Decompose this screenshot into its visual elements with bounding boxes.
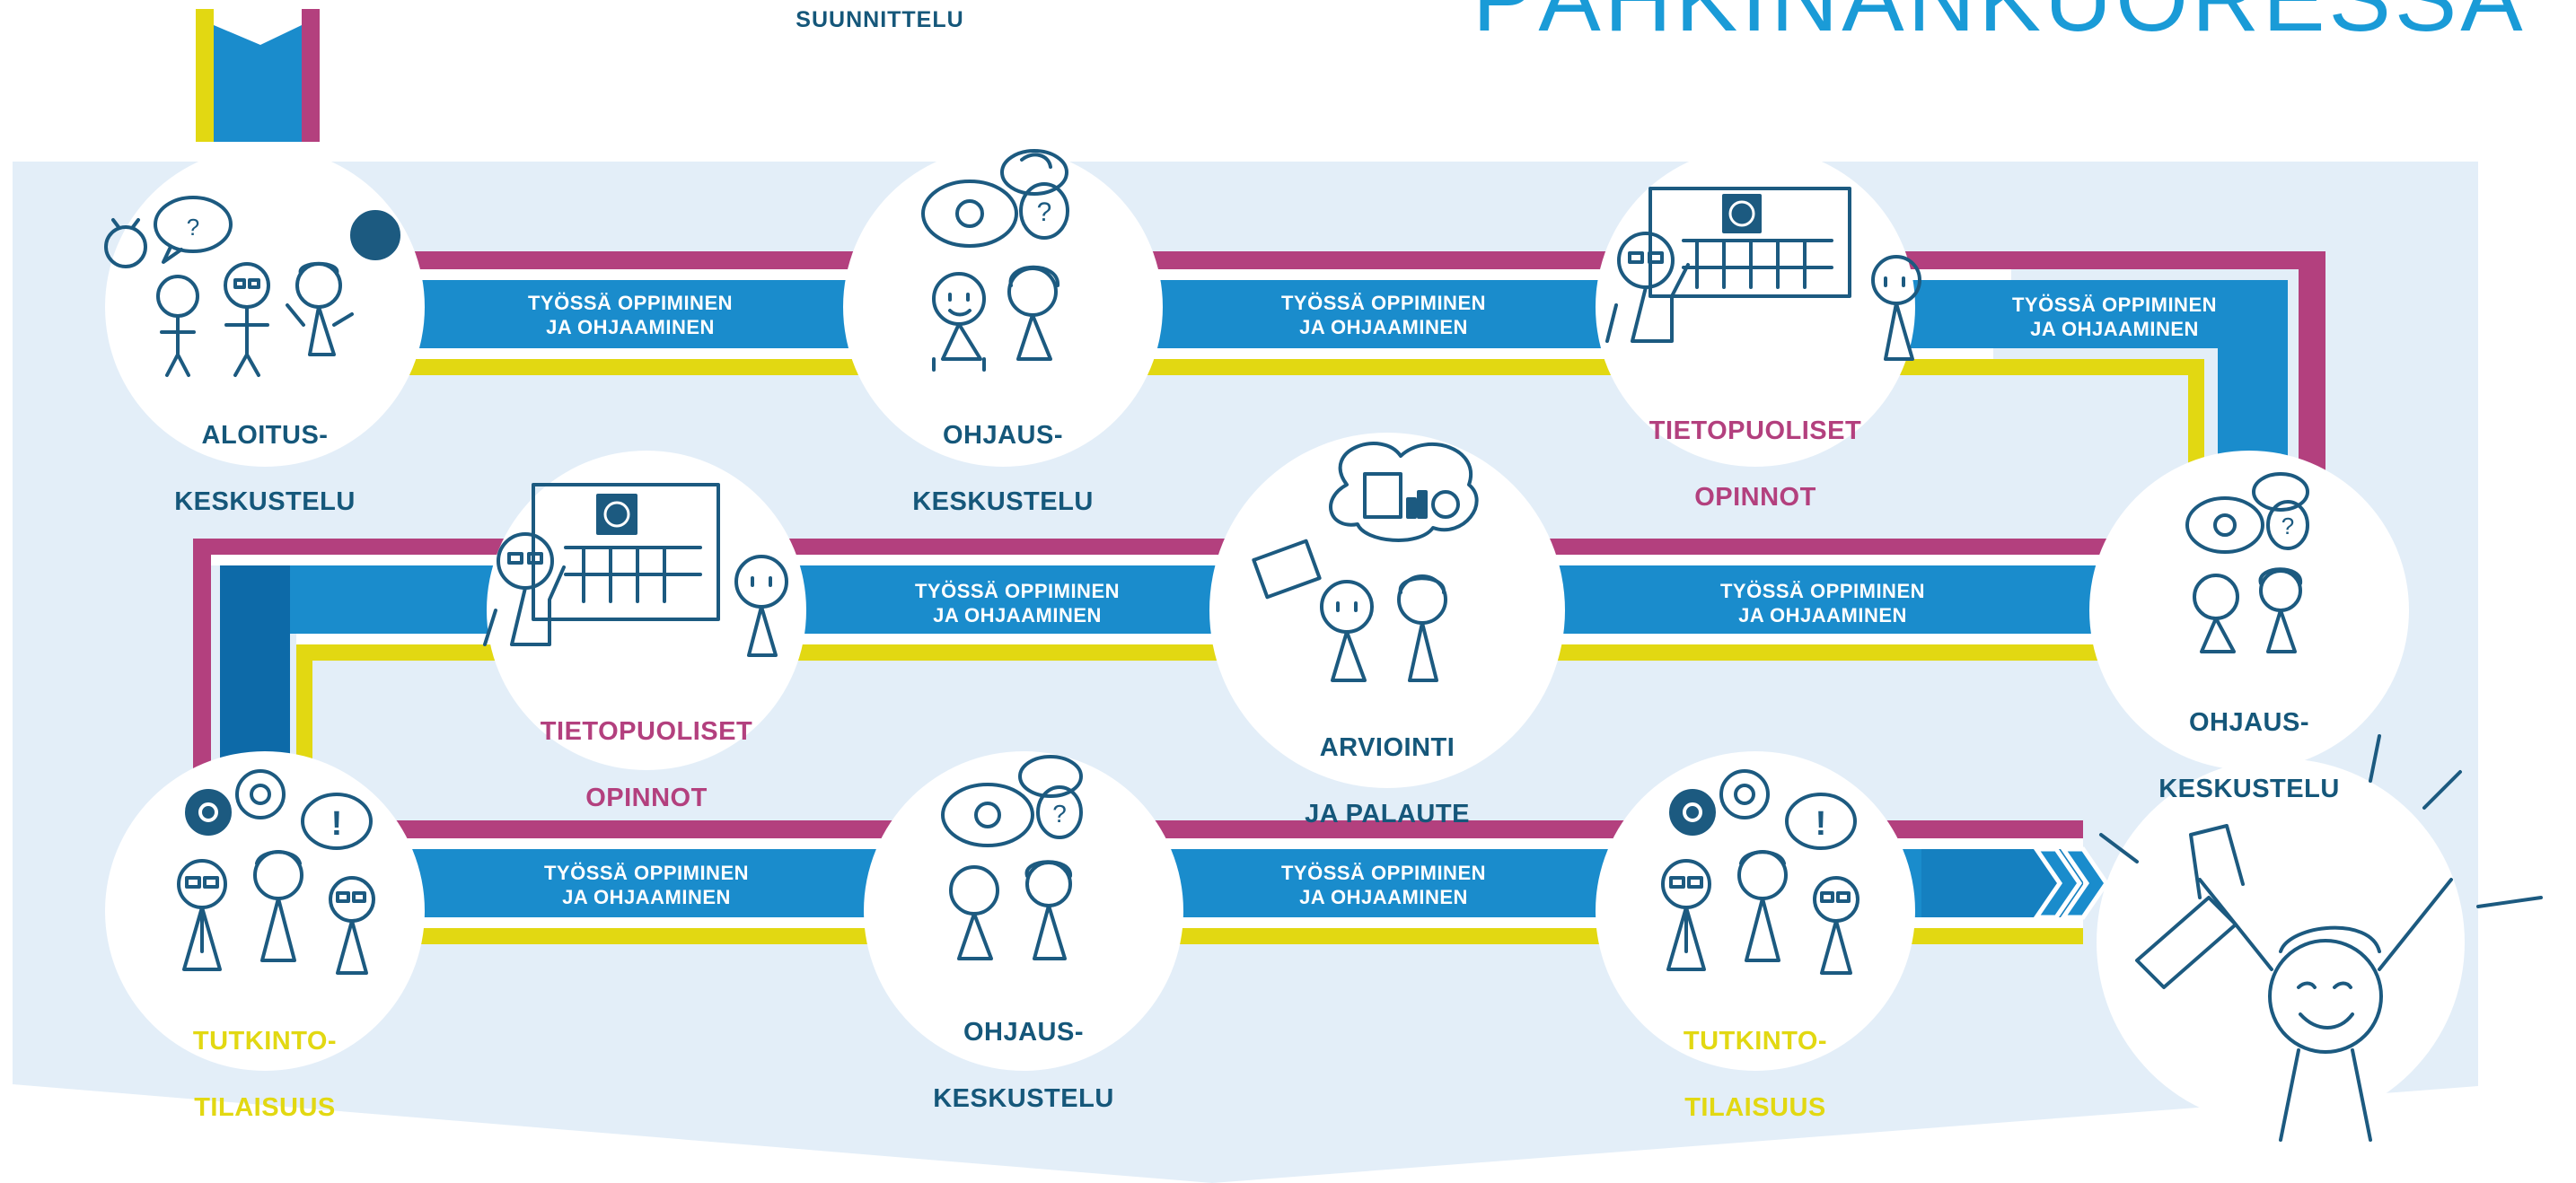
svg-text:!: !: [331, 805, 343, 843]
station-label-line1: ALOITUS-: [201, 421, 329, 450]
station-label-line2: TILAISUUS: [1684, 1093, 1826, 1122]
discussion-pair-icon-2: ?: [2185, 472, 2309, 653]
discussion-pair-icon: ?: [921, 149, 1069, 372]
band-label-line1: TYÖSSÄ OPPIMINEN: [543, 862, 750, 884]
classroom-board-icon: [1605, 187, 1921, 361]
station-label-3: TIETOPUOLISET OPINNOT: [1621, 381, 1890, 548]
station-label-6: ARVIOINTI JA PALAUTE: [1253, 698, 1522, 864]
station-circle-2: [843, 147, 1163, 467]
bookmark-ribbon-icon: [196, 9, 320, 142]
station-label-8: OHJAUS- KESKUSTELU: [889, 983, 1158, 1149]
station-label-line1: TIETOPUOLISET: [540, 717, 753, 746]
discussion-pair-icon-3: ?: [941, 755, 1083, 960]
svg-text:?: ?: [187, 214, 199, 241]
station-label-9: TUTKINTO- TILAISUUS: [1621, 992, 1890, 1158]
band-label-line2: JA OHJAAMINEN: [2030, 318, 2199, 340]
station-label-line2: TILAISUUS: [194, 1093, 336, 1122]
graduate-celebration-icon: [2099, 734, 2543, 1142]
exam-group-icon: !: [177, 769, 375, 975]
evaluation-pair-icon: [1252, 442, 1479, 682]
station-label-line2: KESKUSTELU: [2158, 775, 2340, 803]
station-circle-1: [105, 147, 425, 467]
station-label-line1: TUTKINTO-: [1683, 1027, 1828, 1056]
page-title: PÄHKINÄNKUORESSA: [1473, 0, 2523, 53]
station-label-7: TUTKINTO- TILAISUUS: [130, 992, 400, 1158]
station-label-line1: OHJAUS-: [2188, 708, 2309, 737]
band-label-line1: TYÖSSÄ OPPIMINEN: [1719, 580, 1926, 602]
svg-text:?: ?: [1052, 800, 1067, 828]
station-label-1: ALOITUS- KESKUSTELU: [130, 386, 400, 552]
station-label-line1: TIETOPUOLISET: [1648, 416, 1862, 445]
band-label-2: TYÖSSÄ OPPIMINEN JA OHJAAMINEN: [1235, 291, 1532, 339]
station-label-line1: OHJAUS-: [963, 1018, 1084, 1047]
chevron-arrows-icon: [2032, 846, 2110, 920]
band-label-1: TYÖSSÄ OPPIMINEN JA OHJAAMINEN: [482, 291, 778, 339]
band-label-line1: TYÖSSÄ OPPIMINEN: [1280, 862, 1487, 884]
station-label-line2: KESKUSTELU: [912, 487, 1094, 516]
station-circle-5: [487, 451, 806, 770]
svg-text:!: !: [1816, 805, 1827, 843]
station-label-line1: TUTKINTO-: [192, 1027, 338, 1056]
band-label-line2: JA OHJAAMINEN: [546, 316, 715, 338]
station-label-line2: OPINNOT: [1694, 483, 1816, 512]
station-circle-6: [1209, 433, 1565, 788]
band-label-line1: TYÖSSÄ OPPIMINEN: [527, 292, 734, 314]
station-label-line2: OPINNOT: [585, 784, 708, 812]
station-circle-4: [2089, 451, 2409, 770]
page-subtitle: SUUNNITTELU: [796, 7, 964, 32]
svg-text:?: ?: [1037, 197, 1052, 227]
exam-group-icon-2: !: [1661, 769, 1859, 975]
band-label-7: TYÖSSÄ OPPIMINEN JA OHJAAMINEN: [1235, 861, 1532, 909]
classroom-board-icon-2: [483, 483, 788, 657]
band-label-line2: JA OHJAAMINEN: [1299, 316, 1468, 338]
band-label-line1: TYÖSSÄ OPPIMINEN: [914, 580, 1121, 602]
finish-circle: [2097, 758, 2465, 1126]
station-label-2: OHJAUS- KESKUSTELU: [868, 386, 1138, 552]
station-label-line2: KESKUSTELU: [933, 1084, 1114, 1113]
band-label-line2: JA OHJAAMINEN: [562, 886, 731, 908]
band-label-line2: JA OHJAAMINEN: [1299, 886, 1468, 908]
station-circle-9: [1596, 751, 1915, 1071]
station-label-5: TIETOPUOLISET OPINNOT: [512, 682, 781, 848]
station-label-line2: JA PALAUTE: [1305, 800, 1470, 828]
band-label-3: TYÖSSÄ OPPIMINEN JA OHJAAMINEN: [1966, 293, 2263, 341]
station-circle-3: [1596, 147, 1915, 467]
station-label-line2: KESKUSTELU: [174, 487, 356, 516]
svg-text:?: ?: [2281, 513, 2294, 539]
band-label-line1: TYÖSSÄ OPPIMINEN: [1280, 292, 1487, 314]
band-label-line1: TYÖSSÄ OPPIMINEN: [2011, 294, 2218, 316]
band-label-5: TYÖSSÄ OPPIMINEN JA OHJAAMINEN: [1675, 579, 1971, 627]
band-label-4: TYÖSSÄ OPPIMINEN JA OHJAAMINEN: [869, 579, 1165, 627]
band-label-line2: JA OHJAAMINEN: [933, 604, 1102, 627]
station-label-line1: ARVIOINTI: [1319, 733, 1455, 762]
station-label-4: OHJAUS- KESKUSTELU: [2114, 673, 2384, 839]
kickoff-group-icon: ?: [104, 196, 400, 377]
station-circle-8: [864, 751, 1183, 1071]
band-label-6: TYÖSSÄ OPPIMINEN JA OHJAAMINEN: [498, 861, 795, 909]
station-label-line1: OHJAUS-: [942, 421, 1063, 450]
band-label-line2: JA OHJAAMINEN: [1738, 604, 1907, 627]
station-circle-7: [105, 751, 425, 1071]
